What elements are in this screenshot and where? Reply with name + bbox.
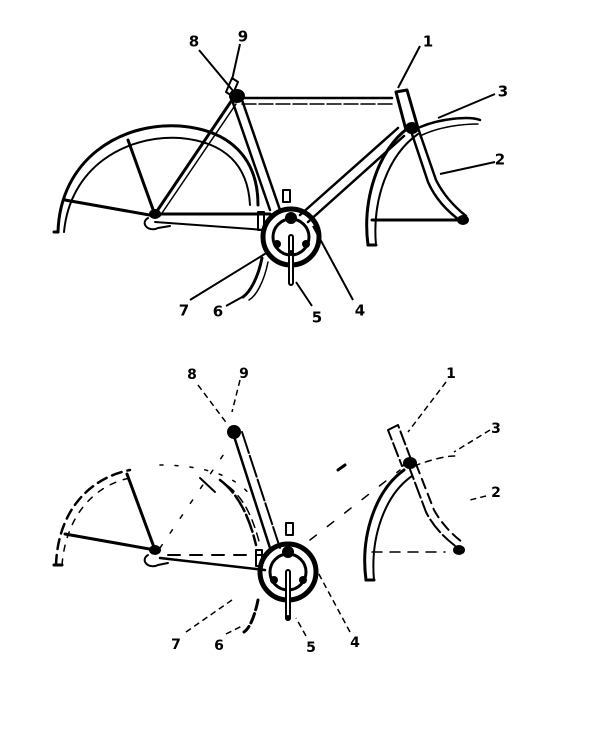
callout-5: 5 — [311, 308, 323, 327]
callout-3: 3 — [497, 82, 509, 101]
bicycle-frame-assembled-drawing — [52, 43, 496, 307]
callout-7: 7 — [171, 637, 181, 653]
callout-7: 7 — [178, 301, 190, 320]
callout-6: 6 — [212, 302, 224, 321]
callout-3: 3 — [491, 421, 501, 437]
bicycle-frame-assembled-diagram: 1 2 3 4 5 6 7 8 9 — [0, 0, 608, 345]
callout-4: 4 — [354, 301, 366, 320]
callout-6: 6 — [214, 638, 224, 654]
bicycle-frame-exploded-diagram: 1 2 3 4 5 6 7 8 9 — [0, 345, 608, 749]
callout-8: 8 — [187, 367, 197, 383]
callout-5: 5 — [306, 640, 316, 656]
callout-9: 9 — [239, 366, 249, 382]
callout-1: 1 — [422, 32, 434, 51]
callout-2: 2 — [491, 485, 501, 501]
callout-8: 8 — [188, 32, 200, 51]
callout-4: 4 — [350, 635, 360, 651]
callout-9: 9 — [237, 27, 249, 46]
bicycle-frame-exploded-drawing — [52, 379, 491, 637]
callout-1: 1 — [446, 366, 456, 382]
callout-2: 2 — [494, 150, 506, 169]
